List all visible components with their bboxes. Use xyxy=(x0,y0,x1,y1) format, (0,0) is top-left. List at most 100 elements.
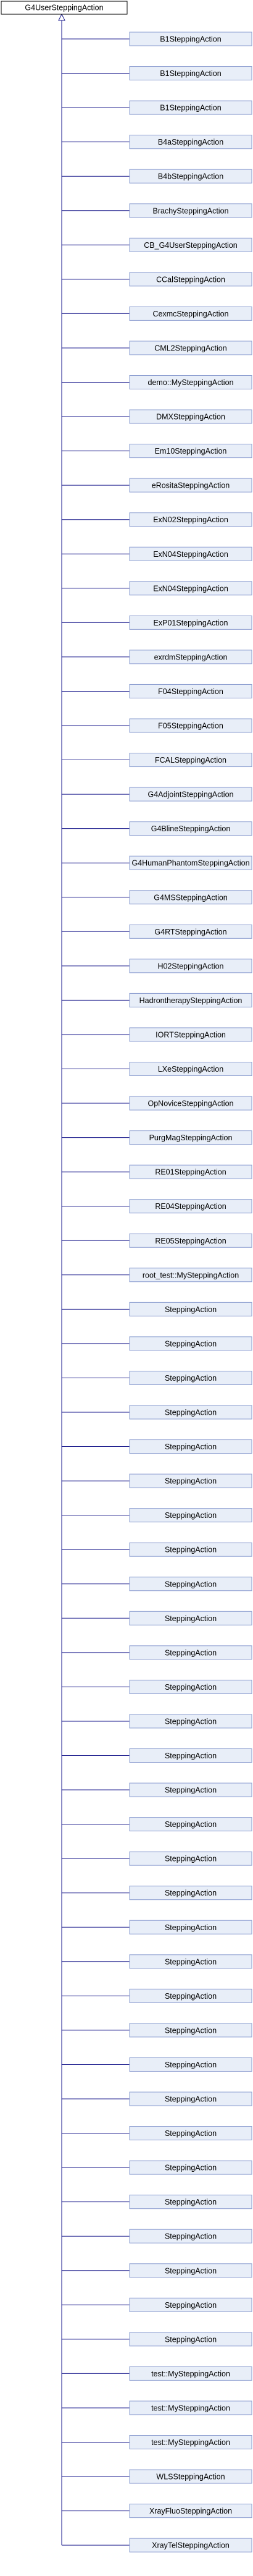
derived-class-node[interactable]: eRositaSteppingAction xyxy=(129,478,252,493)
derived-class-node[interactable]: FCALSteppingAction xyxy=(129,753,252,768)
derived-class-node[interactable]: SteppingAction xyxy=(129,1679,252,1694)
derived-class-label: ExN04SteppingAction xyxy=(153,584,228,593)
derived-class-node[interactable]: OpNoviceSteppingAction xyxy=(129,1096,252,1111)
derived-class-node[interactable]: F05SteppingAction xyxy=(129,718,252,733)
derived-class-node[interactable]: XrayTelSteppingAction xyxy=(129,2538,252,2553)
derived-class-node[interactable]: SteppingAction xyxy=(129,2229,252,2243)
derived-class-node[interactable]: test::MySteppingAction xyxy=(129,2400,252,2415)
derived-class-label: WLSSteppingAction xyxy=(156,2473,225,2481)
derived-class-node[interactable]: G4BlineSteppingAction xyxy=(129,821,252,836)
derived-class-box xyxy=(129,2332,252,2347)
derived-class-node[interactable]: demo::MySteppingAction xyxy=(129,375,252,389)
derived-class-node[interactable]: B4bSteppingAction xyxy=(129,169,252,184)
derived-class-node[interactable]: SteppingAction xyxy=(129,2126,252,2141)
derived-class-label: SteppingAction xyxy=(165,1511,217,1520)
derived-class-node[interactable]: RE05SteppingAction xyxy=(129,1233,252,1248)
derived-class-node[interactable]: BrachySteppingAction xyxy=(129,203,252,218)
derived-class-node[interactable]: SteppingAction xyxy=(129,2297,252,2312)
derived-class-label: H02SteppingAction xyxy=(157,962,223,970)
derived-class-label: SteppingAction xyxy=(165,1786,217,1795)
derived-class-label: SteppingAction xyxy=(165,2129,217,2138)
derived-class-node[interactable]: SteppingAction xyxy=(129,1988,252,2003)
derived-class-node[interactable]: F04SteppingAction xyxy=(129,684,252,698)
derived-class-box xyxy=(129,1714,252,1729)
derived-class-node[interactable]: RE04SteppingAction xyxy=(129,1199,252,1214)
derived-class-node[interactable]: SteppingAction xyxy=(129,2023,252,2038)
derived-class-label: B1SteppingAction xyxy=(160,35,221,44)
derived-class-node[interactable]: SteppingAction xyxy=(129,1439,252,1454)
derived-class-box xyxy=(129,512,252,527)
derived-class-node[interactable]: H02SteppingAction xyxy=(129,959,252,973)
derived-class-node[interactable]: CCalSteppingAction xyxy=(129,272,252,287)
derived-class-node[interactable]: XrayFluoSteppingAction xyxy=(129,2504,252,2519)
derived-class-node[interactable]: SteppingAction xyxy=(129,1714,252,1729)
derived-class-node[interactable]: ExP01SteppingAction xyxy=(129,615,252,630)
derived-class-node[interactable]: ExN04SteppingAction xyxy=(129,546,252,561)
derived-class-node[interactable]: SteppingAction xyxy=(129,1405,252,1420)
derived-class-node[interactable]: SteppingAction xyxy=(129,1577,252,1591)
derived-class-node[interactable]: root_test::MySteppingAction xyxy=(129,1268,252,1282)
derived-class-node[interactable]: LXeSteppingAction xyxy=(129,1062,252,1076)
derived-class-node[interactable]: G4AdjointSteppingAction xyxy=(129,787,252,802)
derived-class-node[interactable]: SteppingAction xyxy=(129,1508,252,1523)
derived-class-node[interactable]: SteppingAction xyxy=(129,1886,252,1900)
derived-class-node[interactable]: SteppingAction xyxy=(129,1302,252,1316)
derived-class-node[interactable]: SteppingAction xyxy=(129,1851,252,1866)
derived-class-node[interactable]: SteppingAction xyxy=(129,1473,252,1488)
derived-class-node[interactable]: SteppingAction xyxy=(129,2332,252,2347)
derived-class-node[interactable]: CML2SteppingAction xyxy=(129,341,252,355)
derived-class-label: G4MSSteppingAction xyxy=(154,893,228,902)
derived-class-node[interactable]: test::MySteppingAction xyxy=(129,2366,252,2381)
derived-class-node[interactable]: SteppingAction xyxy=(129,1645,252,1660)
derived-class-node[interactable]: SteppingAction xyxy=(129,2160,252,2175)
derived-class-box xyxy=(129,1096,252,1111)
derived-class-node[interactable]: SteppingAction xyxy=(129,2195,252,2210)
derived-class-node[interactable]: test::MySteppingAction xyxy=(129,2435,252,2449)
derived-class-node[interactable]: SteppingAction xyxy=(129,1542,252,1557)
derived-class-node[interactable]: SteppingAction xyxy=(129,1336,252,1351)
derived-class-node[interactable]: exrdmSteppingAction xyxy=(129,650,252,664)
derived-class-node[interactable]: SteppingAction xyxy=(129,2091,252,2106)
derived-class-node[interactable]: RE01SteppingAction xyxy=(129,1164,252,1179)
derived-class-label: SteppingAction xyxy=(165,1820,217,1829)
derived-class-box xyxy=(129,855,252,870)
base-class-node[interactable]: G4UserSteppingAction xyxy=(1,1,128,15)
derived-class-node[interactable]: WLSSteppingAction xyxy=(129,2469,252,2484)
derived-class-node[interactable]: CexmcSteppingAction xyxy=(129,306,252,321)
derived-class-node[interactable]: SteppingAction xyxy=(129,2057,252,2072)
derived-class-node[interactable]: SteppingAction xyxy=(129,1748,252,1763)
derived-class-node[interactable]: IORTSteppingAction xyxy=(129,1027,252,1042)
derived-class-node[interactable]: SteppingAction xyxy=(129,1954,252,1969)
derived-class-node[interactable]: G4HumanPhantomSteppingAction xyxy=(129,855,252,870)
derived-class-node[interactable]: SteppingAction xyxy=(129,1370,252,1385)
derived-class-box xyxy=(129,1508,252,1523)
derived-class-box xyxy=(129,1268,252,1282)
derived-class-node[interactable]: CB_G4UserSteppingAction xyxy=(129,237,252,252)
derived-class-node[interactable]: G4RTSteppingAction xyxy=(129,924,252,939)
derived-class-node[interactable]: SteppingAction xyxy=(129,1817,252,1832)
derived-class-label: SteppingAction xyxy=(165,1614,217,1623)
derived-class-label: G4HumanPhantomSteppingAction xyxy=(131,859,249,868)
derived-class-node[interactable]: HadrontherapySteppingAction xyxy=(129,993,252,1007)
derived-class-node[interactable]: Em10SteppingAction xyxy=(129,444,252,459)
derived-class-node[interactable]: ExN02SteppingAction xyxy=(129,512,252,527)
derived-class-node[interactable]: SteppingAction xyxy=(129,2263,252,2278)
inheritance-arrowhead xyxy=(58,13,65,21)
derived-class-node[interactable]: B1SteppingAction xyxy=(129,32,252,46)
base-class-box xyxy=(1,1,128,15)
derived-class-box xyxy=(129,959,252,973)
derived-class-node[interactable]: DMXSteppingAction xyxy=(129,409,252,424)
derived-class-node[interactable]: G4MSSteppingAction xyxy=(129,890,252,905)
derived-class-node[interactable]: PurgMagSteppingAction xyxy=(129,1130,252,1145)
derived-class-box xyxy=(129,2263,252,2278)
derived-class-node[interactable]: ExN04SteppingAction xyxy=(129,581,252,596)
derived-class-node[interactable]: B4aSteppingAction xyxy=(129,135,252,150)
derived-class-node[interactable]: SteppingAction xyxy=(129,1920,252,1934)
derived-class-node[interactable]: SteppingAction xyxy=(129,1782,252,1797)
derived-class-label: DMXSteppingAction xyxy=(156,413,225,422)
derived-class-node[interactable]: B1SteppingAction xyxy=(129,66,252,81)
derived-class-node[interactable]: B1SteppingAction xyxy=(129,100,252,115)
derived-class-node[interactable]: SteppingAction xyxy=(129,1611,252,1625)
derived-class-label: B1SteppingAction xyxy=(160,69,221,78)
derived-class-box xyxy=(129,1920,252,1934)
